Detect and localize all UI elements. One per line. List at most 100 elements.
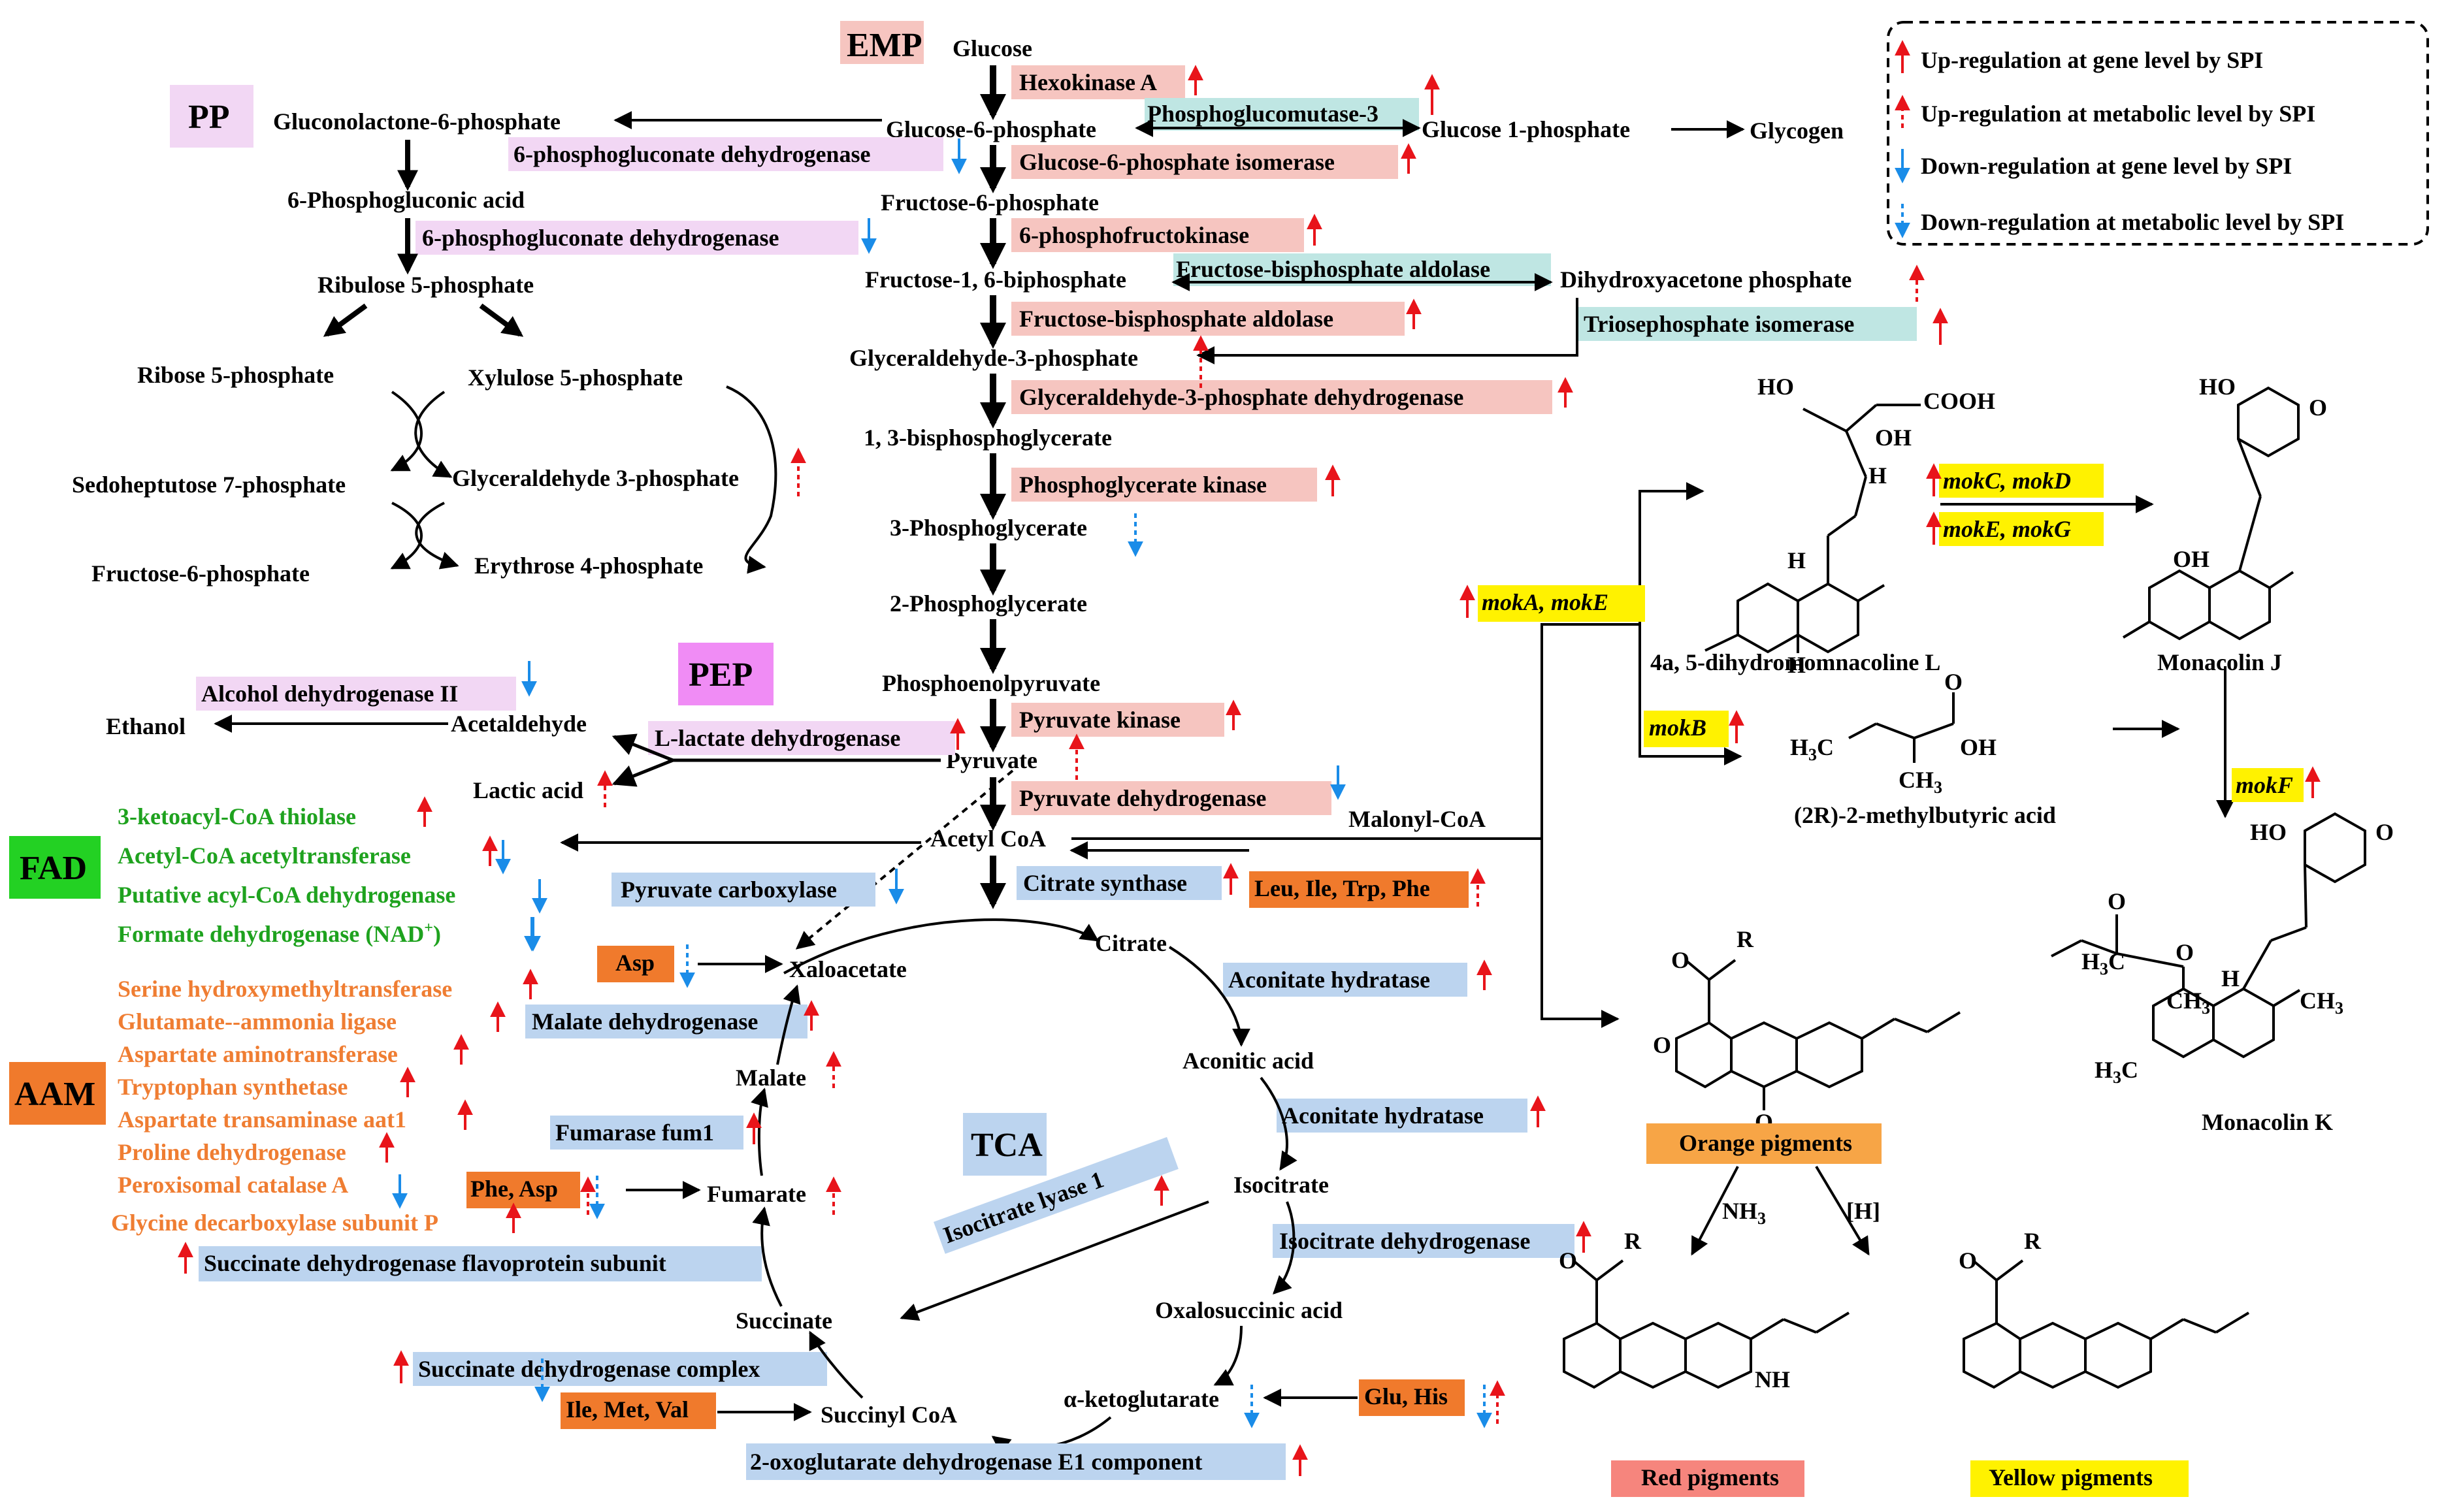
aam-item-5: Proline dehydrogenase: [118, 1139, 346, 1165]
label-o-10: O: [1959, 1247, 1977, 1274]
fad-item-0: 3-ketoacyl-CoA thiolase: [118, 803, 356, 829]
gene-mokb: mokB: [1649, 715, 1706, 741]
enzyme-gapdh: Glyceraldehyde-3-phosphate dehydrogenase: [1019, 384, 1463, 410]
arrow-akg-succinylcoa: [991, 1416, 1112, 1455]
gene-box-mokae: [1478, 585, 1645, 622]
label-o-1: O: [2309, 394, 2327, 421]
arrow-to-methylbutyric: [1639, 624, 1742, 765]
label-o-7: O: [1653, 1032, 1671, 1058]
enzyme-box-ldh: [648, 721, 955, 755]
section-tca: TCA: [971, 1127, 1043, 1164]
arrow-oxalosuccinic-akg: [1213, 1325, 1243, 1386]
metabolite-ribose: Ribose 5-phosphate: [137, 362, 334, 388]
aa-box-leu: [1249, 871, 1469, 908]
metabolite-succinate: Succinate: [736, 1308, 832, 1334]
enzyme-box-pfk: [1011, 218, 1304, 252]
aa-box-ile: [561, 1392, 716, 1429]
pp-transketolase-arrows: [390, 385, 777, 574]
label-h-3: H: [1787, 652, 1806, 678]
label-h3c-1: H3C: [1790, 734, 1834, 764]
label-h-4: H: [2221, 965, 2240, 991]
gene-mokf: mokF: [2236, 772, 2293, 798]
label-oh-3: OH: [1960, 734, 1997, 760]
metabolite-methylbutyric: (2R)-2-methylbutyric acid: [1794, 802, 2056, 828]
metabolite-pyruvate: Pyruvate: [946, 747, 1037, 773]
label-h3c-2: H3C: [2081, 948, 2125, 978]
enzyme-aco2: Aconitate hydratase: [1282, 1102, 1484, 1129]
pigment-box-orange: [1646, 1123, 1882, 1164]
arrow-to-dihydromonacolin: [1639, 482, 1704, 624]
section-fad: FAD: [20, 850, 87, 887]
label-h-1: H: [1868, 462, 1887, 489]
enzyme-hexokinase: Hexokinase A: [1019, 69, 1157, 95]
aam-item-2: Aspartate aminotransferase: [118, 1041, 398, 1067]
label-cooh: COOH: [1923, 388, 1995, 414]
metabolite-fumarate: Fumarate: [707, 1181, 806, 1207]
metabolite-malonyl-coa: Malonyl-CoA: [1348, 806, 1486, 832]
metabolite-xylulose: Xylulose 5-phosphate: [468, 364, 683, 391]
label-h3c-3: H3C: [2095, 1057, 2138, 1087]
metabolite-pep: Phosphoenolpyruvate: [882, 670, 1100, 696]
metabolite-f16bp: Fructose-1, 6-biphosphate: [865, 266, 1126, 293]
aam-item-1: Glutamate--ammonia ligase: [118, 1008, 397, 1035]
label-o-2: O: [1944, 669, 1963, 695]
aa-asp: Asp: [615, 950, 655, 976]
enzyme-pfk: 6-phosphofructokinase: [1019, 222, 1249, 248]
enzyme-icl: Isocitrate lyase 1: [940, 1166, 1107, 1249]
pp-arrows: [323, 140, 524, 337]
aa-box-asp: [597, 946, 674, 982]
label-oh-1: OH: [1875, 425, 1912, 451]
gene-box-mokcd: [1939, 464, 2104, 498]
metabolite-lactic: Lactic acid: [473, 777, 583, 803]
tca-label-box: [963, 1113, 1047, 1176]
gene-box-mokf: [2232, 768, 2304, 802]
arrow-pyruvate-oxaloacetate: [795, 769, 1014, 950]
aa-leu: Leu, Ile, Trp, Phe: [1254, 875, 1430, 901]
enzyme-box-fum: [550, 1116, 743, 1150]
enzyme-adh: Alcohol dehydrogenase II: [201, 681, 458, 707]
enzyme-box-cs: [1017, 866, 1222, 900]
enzyme-mdh: Malate dehydrogenase: [532, 1008, 758, 1035]
fad-item-2: Putative acyl-CoA dehydrogenase: [118, 882, 455, 908]
metabolite-f6p-pp: Fructose-6-phosphate: [91, 560, 310, 587]
aam-label-box: [9, 1062, 106, 1125]
arrow-orange-red: [1691, 1166, 1739, 1256]
metabolite-pgluconic: 6-Phosphogluconic acid: [287, 187, 525, 213]
metabolite-oxaloacetate: Xaloacetate: [789, 956, 907, 982]
enzyme-box-hexokinase: [1011, 65, 1185, 99]
metabolite-pg2: 2-Phosphoglycerate: [890, 590, 1087, 617]
section-emp: EMP: [847, 27, 922, 64]
pigment-box-red: [1611, 1460, 1804, 1497]
label-r-1: R: [1737, 926, 1754, 952]
enzyme-box-tpi: [1576, 307, 1917, 341]
label-nh3: NH3: [1722, 1198, 1766, 1228]
enzyme-box-adh: [196, 677, 516, 711]
enzyme-pdh: Pyruvate dehydrogenase: [1019, 785, 1266, 811]
label-ho-1: HO: [1757, 374, 1794, 400]
metabolite-f6p: Fructose-6-phosphate: [881, 189, 1099, 216]
arrow-dhap-g3p: [1196, 298, 1578, 364]
enzyme-box-gpi: [1011, 145, 1398, 179]
arrow-oxaloacetate-citrate: [783, 918, 1100, 974]
enzyme-box-ogdh: [746, 1443, 1286, 1480]
arrow-fumarate-malate: [751, 1087, 768, 1176]
metabolite-oxalosuccinic: Oxalosuccinic acid: [1155, 1297, 1343, 1323]
line-malonyl-to-gene: [1541, 623, 1640, 839]
arrow-succinate-fumarate: [752, 1206, 783, 1307]
label-ch3-1: CH3: [1899, 767, 1942, 797]
section-pep: PEP: [689, 656, 753, 694]
label-r-3: R: [2024, 1228, 2042, 1254]
enzyme-box-aco1: [1223, 963, 1467, 997]
enzyme-phosphoglucomutase: Phosphoglucomutase-3: [1147, 101, 1378, 127]
enzyme-fba: Fructose-bisphosphate aldolase: [1019, 306, 1333, 332]
metabolite-isocitrate: Isocitrate: [1233, 1172, 1329, 1198]
enzyme-box-gapdh: [1011, 380, 1552, 414]
enzyme-fba-teal: Fructose-bisphosphate aldolase: [1176, 256, 1490, 282]
aa-box-phe-asp: [466, 1172, 580, 1208]
enzyme-sdh-fp: Succinate dehydrogenase flavoprotein sub…: [204, 1250, 666, 1276]
enzyme-box-fba: [1011, 302, 1405, 336]
aam-item-0: Serine hydroxymethyltransferase: [118, 976, 452, 1002]
metabolite-succinyl-coa: Succinyl CoA: [821, 1402, 957, 1428]
metabolite-akg: α-ketoglutarate: [1064, 1386, 1219, 1412]
